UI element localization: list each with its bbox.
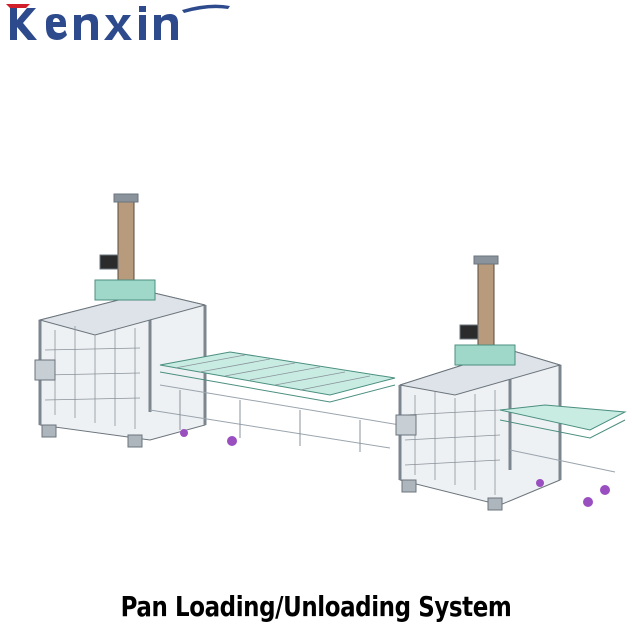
machine-illustration: [0, 180, 632, 520]
kenxin-logo-icon: [6, 4, 230, 40]
caption-title: Pan Loading/Unloading System: [120, 590, 512, 623]
pan-loading-machine-icon: [34, 193, 627, 511]
brand-logo: [4, 0, 234, 46]
